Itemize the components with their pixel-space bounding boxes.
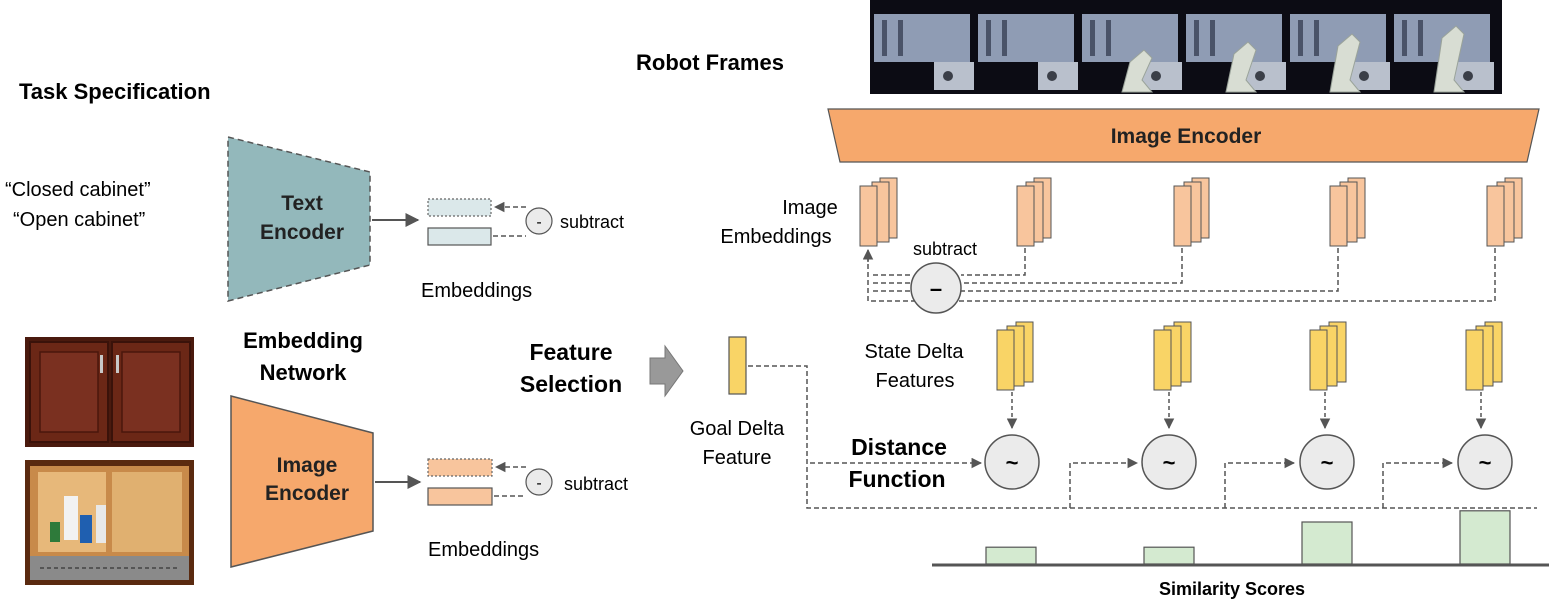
image-embeddings-label-1: Image — [782, 197, 838, 219]
image-embedding-stack-3 — [1173, 177, 1210, 247]
image-embedding-solid — [427, 487, 493, 506]
robot-frame-thumbnail — [978, 14, 1078, 90]
text-subtract-circle — [525, 207, 553, 235]
embedding-network-label-2: Network — [260, 360, 348, 385]
state-delta-stack-4 — [1465, 321, 1503, 391]
goal-delta-feature — [728, 336, 747, 395]
image-embedding-stack-1 — [859, 177, 898, 247]
embeddings-label-top: Embeddings — [421, 280, 532, 302]
robot-frames-title: Robot Frames — [636, 50, 784, 75]
image-embedding-dotted — [427, 458, 493, 477]
goal-delta-label-2: Feature — [703, 447, 772, 469]
distance-circle-3: ~ — [1299, 434, 1355, 490]
text-encoder-label-2: Encoder — [260, 221, 344, 244]
image-encoder-top-block — [827, 108, 1540, 163]
text-encoder-label-1: Text — [281, 192, 323, 215]
distance-circle-2: ~ — [1141, 434, 1197, 490]
feature-selection-label-1: Feature — [529, 339, 612, 365]
feature-selection-label-2: Selection — [520, 371, 622, 397]
task-spec-title: Task Specification — [19, 79, 211, 104]
goal-delta-routing — [748, 365, 1537, 509]
text-subtract-symbol: - — [536, 214, 541, 231]
state-delta-arrows — [1006, 392, 1487, 430]
embeddings-label-bottom: Embeddings — [428, 539, 539, 561]
text-embedding-solid — [427, 227, 492, 246]
task-quote-open: “Open cabinet” — [13, 209, 145, 231]
state-delta-stack-3 — [1309, 321, 1347, 391]
image-embedding-stack-5 — [1486, 177, 1523, 247]
similarity-score-bars — [985, 510, 1511, 565]
image-subtract-circle — [525, 468, 553, 496]
tilde-symbol: ~ — [1006, 450, 1019, 475]
subtract-label-top: subtract — [560, 212, 624, 232]
feature-selection-arrow-icon — [649, 344, 684, 398]
similarity-score-bar — [1301, 521, 1353, 565]
similarity-score-bar — [985, 546, 1037, 565]
subtract-label-bottom: subtract — [564, 474, 628, 494]
robot-frame-thumbnail — [1186, 14, 1286, 93]
image-subtract-symbol: - — [536, 475, 541, 492]
state-delta-label-1: State Delta — [865, 341, 965, 363]
subtract-label-right: subtract — [913, 239, 977, 259]
image-encoder-left-label-2: Encoder — [265, 482, 349, 505]
distance-function-label-1: Distance — [851, 434, 947, 460]
open-cabinet-photo — [25, 460, 194, 585]
robot-frames-strip — [870, 0, 1502, 94]
robot-frame-thumbnail — [1290, 14, 1390, 93]
tilde-symbol: ~ — [1163, 450, 1176, 475]
tilde-symbol: ~ — [1321, 450, 1334, 475]
goal-delta-label-1: Goal Delta — [690, 418, 785, 440]
text-embedding-dotted — [427, 198, 492, 217]
similarity-score-bar — [1459, 510, 1511, 565]
similarity-scores-label: Similarity Scores — [1159, 579, 1305, 599]
task-quote-closed: “Closed cabinet” — [5, 179, 151, 201]
similarity-score-bar — [1143, 546, 1195, 565]
image-encoder-left-block — [230, 395, 374, 568]
robot-frame-thumbnail — [1394, 14, 1494, 93]
state-delta-stack-1 — [996, 321, 1034, 391]
big-subtract-circle — [910, 262, 962, 314]
distance-circle-4: ~ — [1457, 434, 1513, 490]
tilde-symbol: ~ — [1479, 450, 1492, 475]
state-delta-stack-2 — [1153, 321, 1192, 391]
image-embeddings-label-2: Embeddings — [720, 226, 831, 248]
robot-frame-thumbnail — [874, 14, 974, 90]
subtract-connectors — [867, 248, 1496, 302]
image-encoder-left-label-1: Image — [277, 454, 338, 477]
distance-function-label-2: Function — [848, 466, 945, 492]
image-embedding-stack-2 — [1016, 177, 1052, 247]
closed-cabinet-photo — [25, 337, 194, 447]
image-encoder-top-label: Image Encoder — [1111, 125, 1262, 148]
image-embedding-stack-4 — [1329, 177, 1366, 247]
big-subtract-symbol: – — [930, 276, 942, 301]
distance-circle-1: ~ — [984, 434, 1040, 490]
text-encoder-block — [227, 136, 371, 302]
embedding-network-label-1: Embedding — [243, 328, 363, 353]
state-delta-label-2: Features — [876, 370, 955, 392]
robot-frame-thumbnail — [1082, 14, 1182, 93]
